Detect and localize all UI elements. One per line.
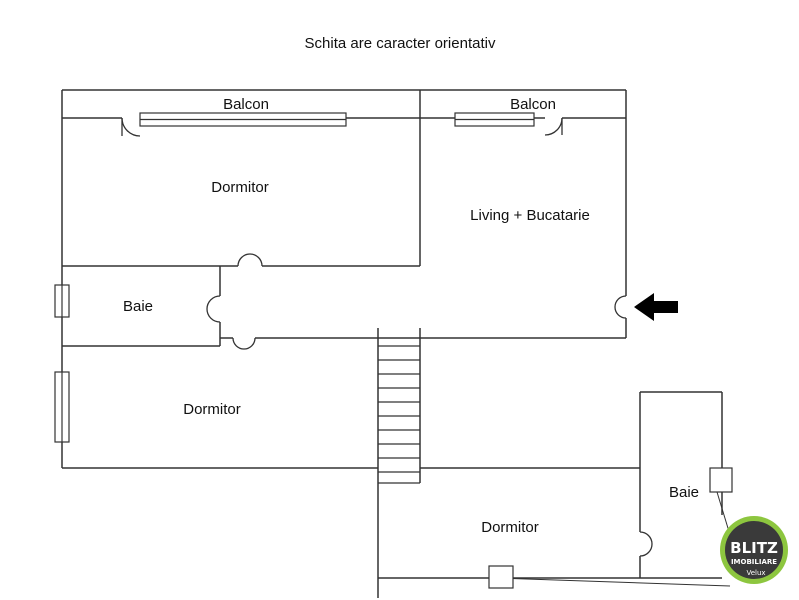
brand-logo: BLITZ IMOBILIARE Velux	[720, 516, 788, 584]
door-swing	[237, 253, 263, 267]
logo-tag: Velux	[746, 569, 765, 577]
room-label-living: Living + Bucatarie	[470, 207, 590, 224]
entrance-arrow-icon	[634, 293, 678, 321]
doors	[121, 117, 653, 557]
stairs	[378, 345, 420, 484]
room-label-dormitor: Dormitor	[183, 401, 241, 418]
room-label-baie: Baie	[669, 484, 699, 501]
room-label-baie: Baie	[123, 298, 153, 315]
room-label-balcon: Balcon	[510, 96, 556, 113]
skylight-window	[488, 565, 514, 589]
skylight-window	[709, 467, 733, 493]
logo-subtitle: IMOBILIARE	[731, 558, 777, 566]
room-label-balcon: Balcon	[223, 96, 269, 113]
plan-title: Schita are caracter orientativ	[305, 35, 496, 52]
room-label-dormitor: Dormitor	[481, 519, 539, 536]
door-swing	[232, 337, 256, 350]
logo-brand-text: BLITZ	[730, 539, 778, 557]
door-swing	[206, 295, 221, 323]
windows	[54, 112, 733, 589]
room-label-dormitor: Dormitor	[211, 179, 269, 196]
entrance-door-swing	[614, 295, 627, 319]
logo-disc	[725, 521, 783, 579]
door-swing	[639, 531, 653, 557]
slanted-roof-line	[497, 577, 731, 587]
